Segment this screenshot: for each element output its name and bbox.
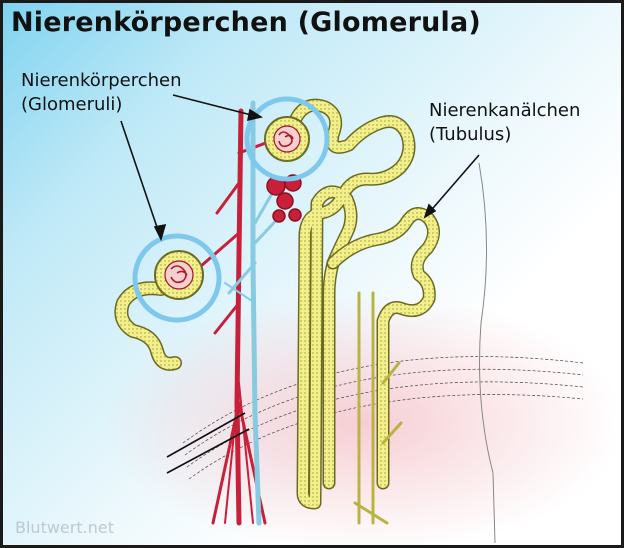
label-tubulus-line1: Nierenkanälchen	[429, 100, 581, 121]
label-tubulus: Nierenkanälchen (Tubulus)	[429, 99, 580, 147]
highlight-circle-lower	[132, 233, 222, 323]
background-glow	[103, 293, 621, 545]
label-glomeruli-line1: Nierenkörperchen	[21, 70, 182, 91]
kidney-nephron-illustration	[103, 94, 621, 545]
label-glomeruli: Nierenkörperchen (Glomeruli)	[21, 69, 182, 117]
glomerulus-upper	[264, 116, 310, 162]
tubule-lower-left	[114, 281, 182, 371]
label-glomeruli-line2: (Glomeruli)	[21, 94, 123, 115]
glomerulus-lower	[154, 250, 204, 300]
tubule-upper	[286, 98, 416, 510]
page-title: Nierenkörperchen (Glomerula)	[11, 7, 481, 38]
watermark: Blutwert.net	[15, 518, 114, 537]
highlight-circle-upper	[244, 96, 330, 182]
label-tubulus-line2: (Tubulus)	[429, 124, 512, 145]
capillary-bulbs	[266, 174, 302, 223]
tubule-right	[326, 207, 440, 525]
section-lines	[166, 412, 250, 474]
pointer-arrows	[120, 94, 480, 242]
tissue-outline	[478, 162, 496, 544]
